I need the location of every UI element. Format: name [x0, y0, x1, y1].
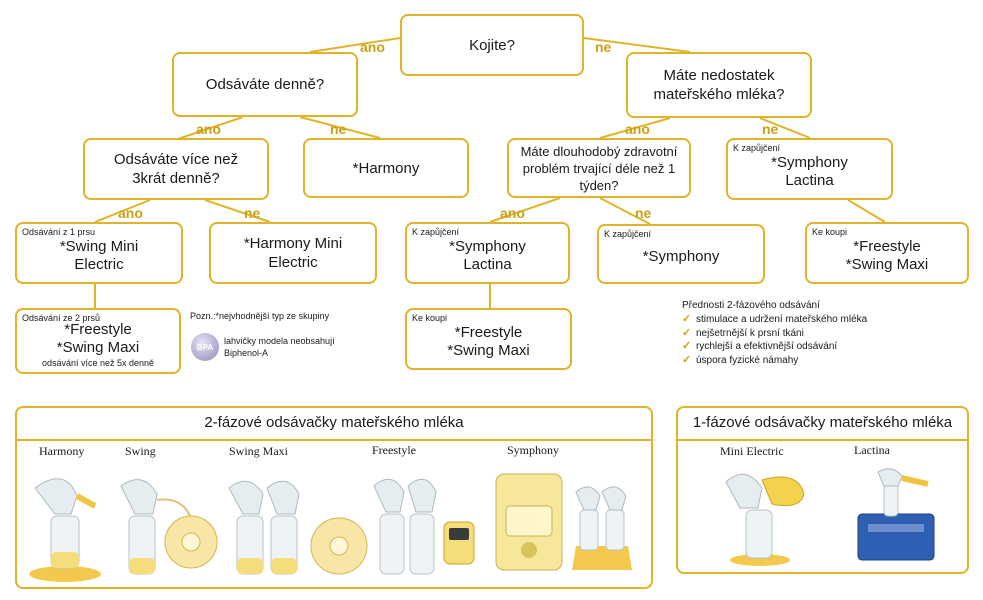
result-harmony-mini: *Harmony Mini Electric [209, 222, 377, 284]
result-product: *Symphony [642, 248, 720, 265]
question-times3-text: Odsáváte více než 3krát denně? [113, 151, 239, 187]
question-daily: Odsáváte denně? [172, 52, 358, 117]
edge-label-ne: ne [635, 205, 652, 221]
advantage-text: nejšetrnější k prsní tkáni [696, 327, 804, 339]
result-rent-symphony: K zapůjčení *Symphony [597, 224, 765, 284]
result-product: *Symphony Lactina [449, 238, 526, 273]
harmony-pump-image [29, 478, 101, 582]
list-item: ✓ úspora fyzické námahy [682, 354, 867, 368]
result-harmony-text: *Harmony [352, 159, 420, 177]
swing-pump-image [120, 479, 218, 575]
advantage-text: stimulace a udržení mateřského mléka [696, 314, 868, 325]
result-product: *Freestyle *Swing Maxi [56, 320, 140, 356]
list-item: ✓ stimulace a udržení mateřského mléka [682, 313, 867, 327]
edge-label-ano: ano [625, 121, 650, 137]
bpa-badge-text: BPA [196, 342, 214, 352]
result-lead: K zapůjčení [733, 143, 781, 153]
product-name: Swing Maxi [229, 444, 289, 458]
edge-label-ne: ne [244, 205, 261, 221]
result-rent-symphony-lactina-2: K zapůjčení *Symphony Lactina [405, 222, 570, 284]
panel-divider [17, 439, 651, 441]
check-icon: ✓ [682, 340, 692, 352]
edge-label-ano: ano [196, 121, 221, 137]
result-lead: K zapůjčení [604, 229, 652, 239]
question-root: Kojite? [400, 14, 584, 76]
result-harmony-mini-text: *Harmony Mini Electric [243, 235, 343, 271]
product-name: Lactina [854, 443, 890, 457]
result-harmony: *Harmony [303, 138, 469, 198]
panel-2-phase: 2-fázové odsávačky mateřského mléka Harm… [15, 406, 653, 589]
result-swing-mini: Odsávání z 1 prsu *Swing Mini Electric [15, 222, 183, 284]
freestyle-pump-image [373, 478, 475, 575]
question-shortage: Máte nedostatek mateřského mléka? [626, 52, 812, 118]
edge-label-ano: ano [500, 205, 525, 221]
edge-label-ne: ne [595, 39, 612, 55]
panel-1-phase: 1-fázové odsávačky mateřského mléka Mini… [676, 406, 969, 574]
result-buy-freestyle-right: Ke koupi *Freestyle *Swing Maxi [805, 222, 969, 284]
edge-label-ano: ano [118, 205, 143, 221]
check-icon: ✓ [682, 326, 692, 339]
check-icon: ✓ [682, 313, 692, 325]
result-lead: K zapůjčení [412, 227, 460, 237]
result-lead: Ke koupi [812, 227, 848, 237]
result-product: *Swing Mini Electric [59, 238, 139, 273]
result-both-breasts: Odsávání ze 2 prsů *Freestyle *Swing Max… [15, 308, 181, 374]
question-shortage-text: Máte nedostatek mateřského mléka? [653, 67, 785, 103]
result-lead: Odsávání ze 2 prsů [22, 313, 101, 323]
question-root-text: Kojite? [469, 36, 515, 54]
lactina-pump-image [857, 468, 935, 561]
product-name: Freestyle [372, 443, 416, 457]
result-product: *Freestyle *Swing Maxi [447, 324, 530, 359]
list-item: ✓ rychlejší a efektivnější odsávání [682, 340, 867, 354]
product-name: Symphony [507, 443, 560, 457]
result-product: *Symphony Lactina [771, 154, 848, 189]
result-lead: Ke koupi [412, 313, 448, 323]
edge-label-ne: ne [762, 121, 779, 137]
advantages-title: Přednosti 2-fázového odsávání [682, 300, 820, 311]
edge-label-ne: ne [330, 121, 347, 137]
question-longterm-text: Máte dlouhodobý zdravotní problém trvají… [520, 143, 678, 193]
list-item: ✓ nejšetrnější k prsní tkáni [682, 327, 867, 341]
symphony-pump-image [495, 473, 632, 571]
question-longterm: Máte dlouhodobý zdravotní problém trvají… [507, 138, 691, 198]
product-name: Mini Electric [720, 444, 784, 458]
result-foot: odsávání více než 5x denně [41, 357, 155, 368]
panel-title: 1-fázové odsávačky mateřského mléka [692, 414, 953, 431]
question-times3: Odsáváte více než 3krát denně? [83, 138, 269, 200]
bpa-free-icon: BPA [191, 333, 219, 361]
advantage-text: úspora fyzické námahy [696, 354, 799, 366]
advantage-text: rychlejší a efektivnější odsávání [696, 341, 838, 352]
check-icon: ✓ [682, 353, 692, 366]
note-title: Pozn.:*nejvhodnější typ ze skupiny [190, 311, 330, 321]
result-product: *Freestyle *Swing Maxi [845, 238, 929, 273]
note-bpa-text: lahvičky modela neobsahují Biphenol-A [224, 336, 335, 358]
mini-electric-pump-image [725, 473, 805, 566]
question-daily-text: Odsáváte denně? [205, 76, 325, 93]
edge-label-ano: ano [360, 39, 385, 55]
result-buy-freestyle-center: Ke koupi *Freestyle *Swing Maxi [405, 308, 572, 370]
swing-maxi-pump-image [228, 480, 368, 575]
product-name: Harmony [39, 444, 85, 458]
panel-divider [678, 439, 967, 441]
panel-title: 2-fázové odsávačky mateřského mléka [204, 414, 464, 431]
product-name: Swing [125, 444, 156, 458]
result-lead: Odsávání z 1 prsu [22, 227, 96, 237]
result-rent-symphony-lactina: K zapůjčení *Symphony Lactina [726, 138, 893, 200]
advantages-list: ✓ stimulace a udržení mateřského mléka ✓ n… [682, 313, 867, 367]
